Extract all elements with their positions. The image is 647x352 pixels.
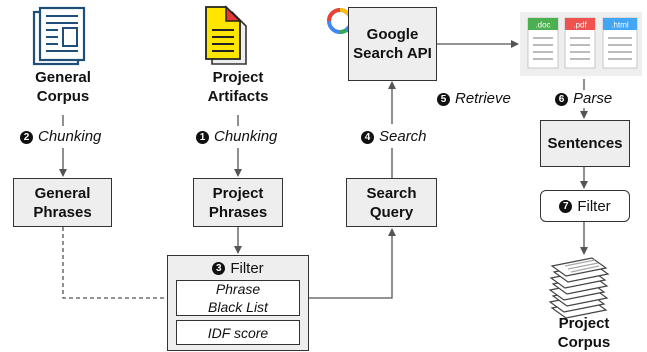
filter-label: Filter [230,260,264,277]
step-number-badge: 7 [559,199,573,213]
step-4-search: 4 Search [361,128,427,146]
filter-container-3: 3 Filter Phrase Black List IDF score [167,255,309,351]
edge-filter-to-search-query [303,228,396,299]
retrieved-documents-panel: .doc .pdf .html [520,12,642,76]
step-number-badge: 4 [361,130,374,144]
step-number-badge: 3 [212,262,226,275]
step-2-chunking: 2 Chunking [20,128,101,146]
step-6-parse: 6 Parse [555,90,612,108]
search-query-box: Search Query [346,178,437,227]
project-phrases-box: Project Phrases [193,178,283,227]
document-icon [32,6,86,66]
step-label: Parse [573,90,613,107]
step-label: Retrieve [455,90,511,107]
google-search-api-box: Google Search API [348,7,437,81]
project-corpus-label: Project Corpus [557,315,611,351]
edge-general-phrases-to-blacklist [62,227,175,302]
filter-box-7: 7 Filter [540,190,630,222]
step-number-badge: 2 [20,130,33,144]
html-tab-label: .html [611,21,629,30]
pdf-file-icon [564,17,596,69]
phrase-black-list-box: Phrase Black List [176,280,300,316]
step-1-chunking: 1 Chunking [196,128,277,146]
filter-header: 3 Filter [168,259,308,278]
step-5-retrieve: 5 Retrieve [437,90,511,108]
general-phrases-box: General Phrases [13,178,112,227]
idf-score-box: IDF score [176,320,300,345]
connectors [59,40,588,302]
step-label: Chunking [214,128,278,145]
step-number-badge: 1 [196,130,209,144]
paper-stack-icon [548,257,610,319]
step-label: Search [379,128,427,145]
step-label: Chunking [38,128,102,145]
general-corpus-label: General Corpus [35,69,91,105]
filter-label: Filter [577,197,611,215]
step-number-badge: 5 [437,92,450,106]
doc-file-icon [527,17,559,69]
doc-tab-label: .doc [535,21,550,30]
step-number-badge: 6 [555,92,568,106]
sentences-box: Sentences [540,120,630,167]
pdf-tab-label: .pdf [573,21,587,30]
project-artifacts-label: Project Artifacts [207,69,269,105]
html-file-icon [602,17,638,69]
project-artifacts-icon [205,5,247,65]
